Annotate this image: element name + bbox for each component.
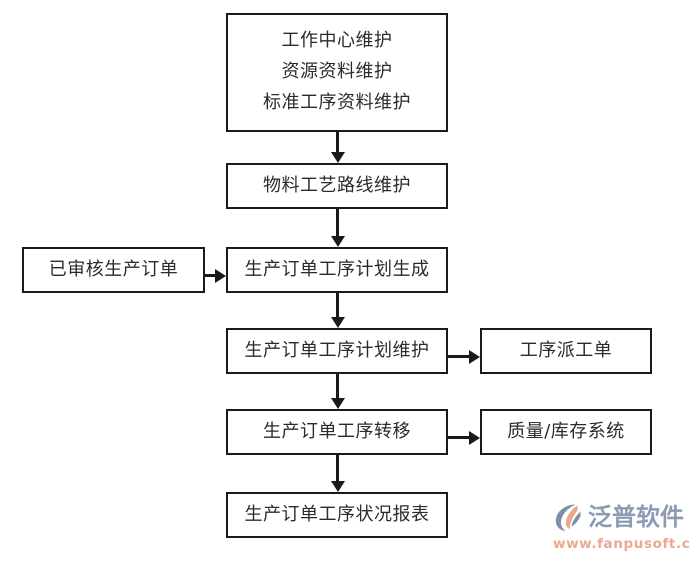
node-status-rpt-label: 生产订单工序状况报表: [244, 503, 430, 525]
arrow-shaft: [336, 374, 339, 399]
node-routing-label: 物料工艺路线维护: [263, 174, 411, 196]
arrowhead-right-icon: [469, 430, 480, 445]
arrow-plan-maintenance-to-transfer: [331, 374, 345, 409]
arrowhead-down-icon: [331, 236, 345, 247]
node-operation-transfer[interactable]: 生产订单工序转移: [226, 409, 448, 455]
node-quality-inventory-system[interactable]: 质量/库存系统: [480, 409, 652, 455]
arrow-generate-plan-to-plan-maintenance: [331, 293, 345, 328]
arrow-shaft: [205, 274, 217, 277]
watermark-brand-text: 泛普软件: [588, 503, 684, 531]
node-dispatch-label: 工序派工单: [519, 339, 613, 361]
node-master-line-1: 工作中心维护: [281, 30, 393, 52]
arrow-routing-to-generate-plan: [331, 209, 345, 247]
node-plan-maint-label: 生产订单工序计划维护: [244, 339, 430, 361]
arrow-shaft: [448, 436, 471, 439]
arrowhead-right-icon: [215, 268, 226, 283]
node-master-data-maintenance[interactable]: 工作中心维护 资源资料维护 标准工序资料维护: [226, 13, 448, 132]
watermark-url-text: www.fanpusoft.com: [553, 536, 691, 552]
arrow-master-to-routing: [331, 132, 345, 163]
arrow-shaft: [336, 455, 339, 482]
node-operation-status-report[interactable]: 生产订单工序状况报表: [226, 492, 448, 538]
node-operation-dispatch-order[interactable]: 工序派工单: [480, 328, 652, 374]
arrow-shaft: [336, 209, 339, 237]
arrowhead-down-icon: [331, 152, 345, 163]
arrow-shaft: [336, 132, 339, 153]
arrow-shaft: [336, 293, 339, 318]
node-master-line-2: 资源资料维护: [281, 61, 393, 83]
node-qc-inv-label: 质量/库存系统: [507, 420, 625, 442]
fanpu-logo-icon: [555, 504, 581, 531]
arrow-transfer-to-status-report: [331, 455, 345, 492]
arrow-approved-order-to-generate-plan: [205, 268, 226, 283]
node-transfer-label: 生产订单工序转移: [263, 420, 411, 442]
arrowhead-down-icon: [331, 481, 345, 492]
arrow-plan-maintenance-to-dispatch: [448, 349, 480, 364]
node-generate-label: 生产订单工序计划生成: [244, 258, 430, 280]
arrow-transfer-to-quality-inventory: [448, 430, 480, 445]
arrowhead-down-icon: [331, 317, 345, 328]
arrow-shaft: [448, 355, 471, 358]
watermark-brand-row: 泛普软件: [553, 500, 687, 534]
node-operation-plan-generation[interactable]: 生产订单工序计划生成: [226, 247, 448, 293]
arrowhead-down-icon: [331, 398, 345, 409]
node-operation-plan-maintenance[interactable]: 生产订单工序计划维护: [226, 328, 448, 374]
node-material-routing-maintenance[interactable]: 物料工艺路线维护: [226, 163, 448, 209]
node-approved-label: 已审核生产订单: [48, 258, 179, 280]
node-approved-production-order[interactable]: 已审核生产订单: [22, 247, 205, 293]
arrowhead-right-icon: [469, 349, 480, 364]
node-master-line-3: 标准工序资料维护: [263, 91, 411, 113]
watermark-logo: 泛普软件 www.fanpusoft.com: [553, 500, 691, 558]
